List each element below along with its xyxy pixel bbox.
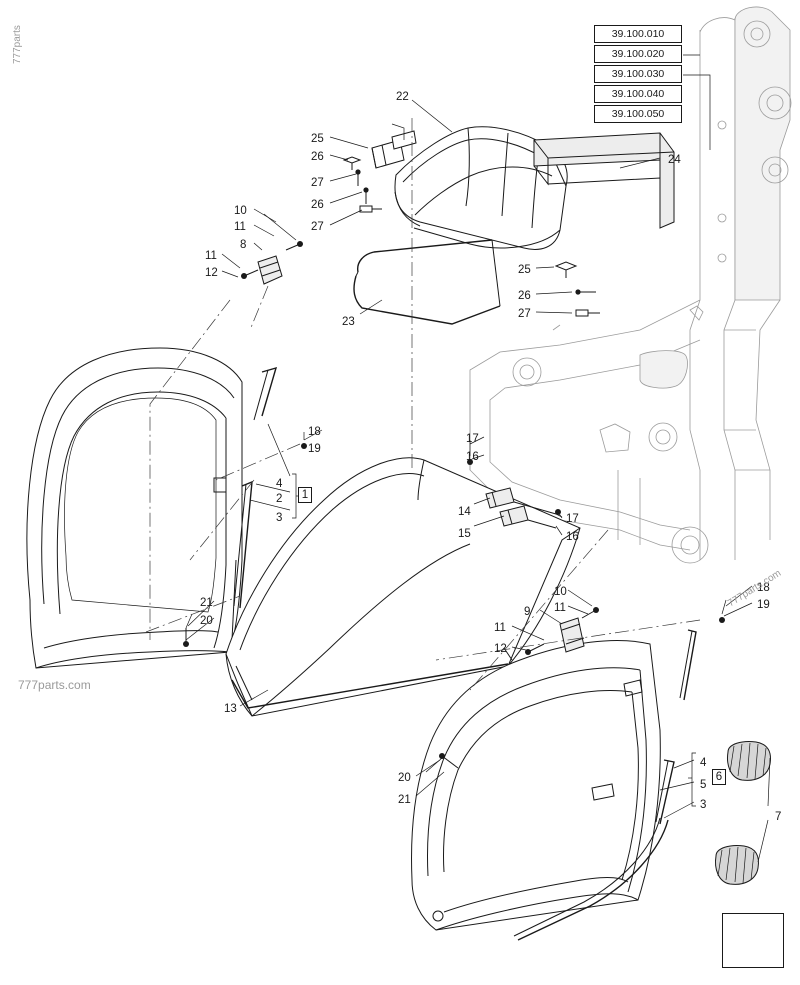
callout-5-right: 5 <box>700 779 707 791</box>
callout-10-left: 10 <box>234 205 247 217</box>
callout-11-right-2: 11 <box>494 622 506 634</box>
callout-9: 9 <box>524 606 531 618</box>
callout-24: 24 <box>668 154 681 166</box>
callout-26-mid: 26 <box>518 290 531 302</box>
callout-26-top-2: 26 <box>311 199 324 211</box>
callout-21-left: 21 <box>200 597 213 609</box>
callout-10-right: 10 <box>554 586 567 598</box>
callout-16-right: 16 <box>566 531 579 543</box>
callout-22: 22 <box>396 91 409 103</box>
callout-16-mid: 16 <box>466 451 479 463</box>
callout-25-mid: 25 <box>518 264 531 276</box>
reference-code-4: 39.100.050 <box>594 105 682 123</box>
callout-15: 15 <box>458 528 471 540</box>
callout-25-top: 25 <box>311 133 324 145</box>
roof-panel-22 <box>371 123 568 250</box>
reference-code-0: 39.100.010 <box>594 25 682 43</box>
callout-12-right: 12 <box>494 643 507 655</box>
reference-code-leaders <box>683 54 711 150</box>
callout-11-right: 11 <box>554 602 566 614</box>
right-door-assembly <box>411 617 697 941</box>
callout-leaders <box>185 99 753 819</box>
direction-legend-box <box>722 913 784 968</box>
watermark-main: 777parts.com <box>18 678 91 692</box>
boxed-item-6: 6 <box>712 769 726 785</box>
callout-19-left: 19 <box>308 443 321 455</box>
callout-4-left: 4 <box>276 478 283 490</box>
callout-7: 7 <box>775 811 782 823</box>
machine-frame-ghost <box>469 6 792 564</box>
callout-21-bottom: 21 <box>398 794 411 806</box>
callout-19-right: 19 <box>757 599 770 611</box>
reference-code-2: 39.100.030 <box>594 65 682 83</box>
callout-18-left: 18 <box>308 426 321 438</box>
callout-17-mid: 17 <box>466 433 479 445</box>
watermark-left-edge: 777parts <box>12 25 23 64</box>
callout-8: 8 <box>240 239 247 251</box>
callout-12-left: 12 <box>205 267 218 279</box>
callout-11-left-2: 11 <box>205 250 217 262</box>
boxed-item-1: 1 <box>298 487 312 503</box>
callout-14: 14 <box>458 506 471 518</box>
callout-26-top: 26 <box>311 151 324 163</box>
assembly-centerlines <box>145 118 701 691</box>
callout-3-right: 3 <box>700 799 707 811</box>
reference-code-1: 39.100.020 <box>594 45 682 63</box>
left-door-assembly <box>26 255 283 669</box>
callout-27-mid: 27 <box>518 308 531 320</box>
callout-13: 13 <box>224 703 237 715</box>
bar-24 <box>533 132 675 229</box>
callout-3-left: 3 <box>276 512 283 524</box>
callout-17-right: 17 <box>566 513 579 525</box>
callout-11-left: 11 <box>234 221 246 233</box>
callout-2-left: 2 <box>276 493 283 505</box>
knobs-7 <box>715 741 771 885</box>
callout-27-top-2: 27 <box>311 221 324 233</box>
callout-27-top: 27 <box>311 177 324 189</box>
callout-4-right: 4 <box>700 757 707 769</box>
reference-code-3: 39.100.040 <box>594 85 682 103</box>
callout-18-right: 18 <box>757 582 770 594</box>
callout-23: 23 <box>342 316 355 328</box>
roof-seal-23 <box>353 239 501 325</box>
callout-20-bottom: 20 <box>398 772 411 784</box>
callout-20-left: 20 <box>200 615 213 627</box>
